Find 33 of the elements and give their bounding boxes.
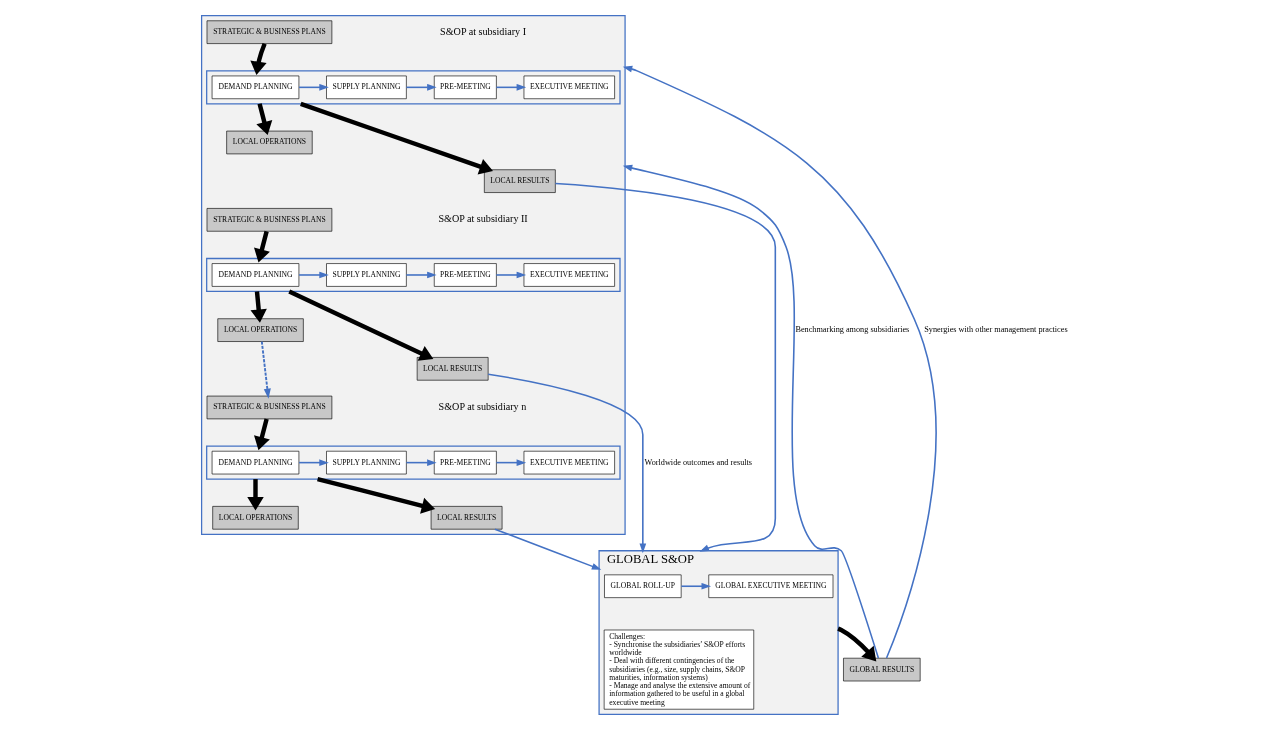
arrow (495, 84, 526, 91)
arrow (680, 582, 711, 590)
arrow (299, 101, 493, 175)
arrow (486, 373, 646, 554)
arrow (495, 271, 526, 279)
cluster (205, 257, 621, 293)
cluster (200, 15, 626, 535)
arrow (255, 103, 272, 136)
arrow (253, 230, 270, 263)
arrow (405, 84, 437, 91)
arrow (405, 459, 437, 466)
arrow (260, 340, 271, 399)
arrow (622, 164, 879, 659)
cluster (205, 70, 621, 105)
label: S&OP at subsidiary n (438, 400, 526, 412)
arrow (554, 182, 776, 552)
arrow (297, 271, 329, 279)
arrow (297, 84, 329, 91)
arrow (249, 42, 267, 76)
arrow (836, 626, 876, 662)
arrow (246, 479, 264, 511)
arrow (316, 476, 435, 514)
arrow (253, 418, 270, 451)
arrow (297, 459, 329, 466)
cluster (205, 445, 621, 480)
arrow (405, 271, 437, 279)
label: S&OP at subsidiary I (439, 25, 526, 37)
arrow (495, 459, 526, 466)
arrow (249, 291, 267, 323)
arrow (493, 528, 601, 570)
arrow (287, 289, 433, 361)
label: S&OP at subsidiary II (437, 213, 528, 225)
arrow (622, 65, 936, 659)
